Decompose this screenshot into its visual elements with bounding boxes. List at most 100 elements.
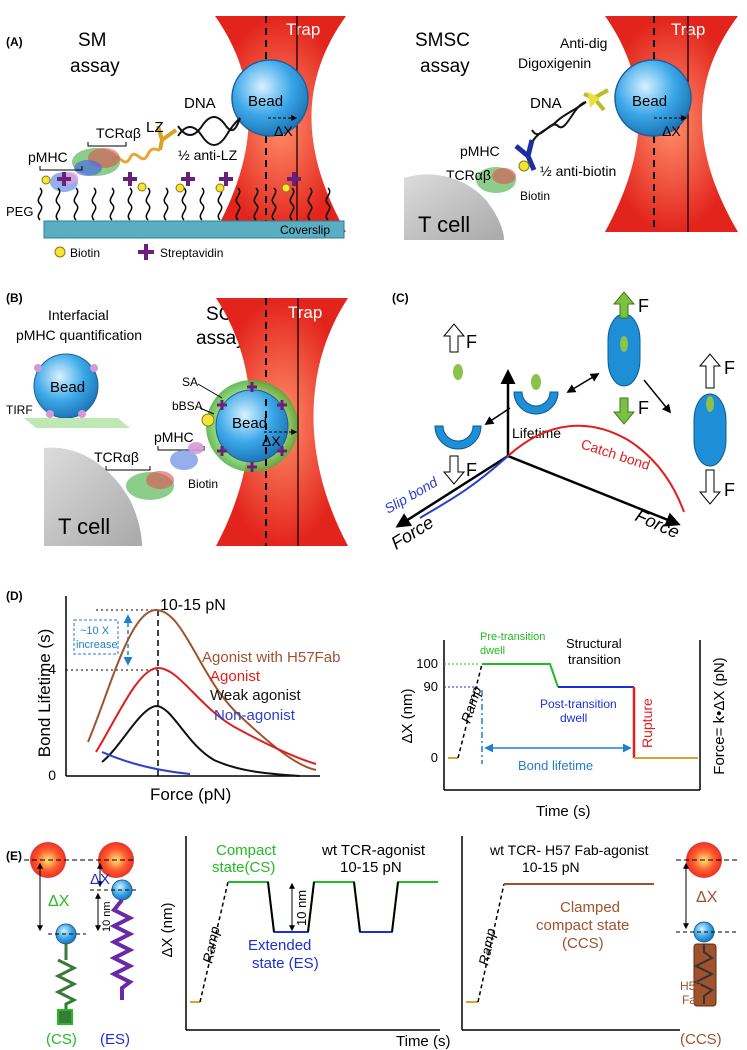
bl-ytick-4: 4 xyxy=(48,661,56,677)
sa-label: SA xyxy=(182,375,198,389)
bl-ylabel: Bond Lifetime (s) xyxy=(35,629,54,758)
half-anti-lz-label: ½ anti-LZ xyxy=(178,147,238,163)
smsc-bead-label: Bead xyxy=(632,93,667,110)
structural-line2: transition xyxy=(568,652,621,667)
legend-item: Agonist with H57Fab xyxy=(202,649,340,666)
extended-line2: state (ES) xyxy=(252,955,319,972)
panel-a: (A) SM assay Trap Bead ΔX DNA LZ ½ anti-… xyxy=(6,16,738,260)
right-force-down-arrow xyxy=(698,469,722,505)
interfacial-line1: Interfacial xyxy=(48,307,109,323)
anti-biotin-shape xyxy=(514,139,537,171)
cs-label: (CS) xyxy=(46,1031,77,1048)
slip-force-down-label: F xyxy=(466,460,477,480)
smsc-t-cell-label: T cell xyxy=(418,212,470,237)
catch-force-up-label: F xyxy=(638,296,649,316)
slip-force-down-arrow xyxy=(442,455,466,485)
streptavidin-legend-label: Streptavidin xyxy=(160,246,223,260)
e-transitions xyxy=(267,881,399,933)
smsc-dna-helix xyxy=(531,101,587,143)
trace-ramp-label: Ramp xyxy=(458,684,485,725)
trap-label: Trap xyxy=(286,20,320,39)
e-10nm-label: 10 nm xyxy=(294,890,309,926)
peak-label: 10-15 pN xyxy=(160,597,226,614)
slip-force-up-arrow xyxy=(442,323,466,353)
force-axis-left xyxy=(395,454,509,528)
middle-to-catch-arrow xyxy=(566,373,600,393)
e-ramp-label: Ramp xyxy=(199,925,222,965)
middle-to-slip-arrow xyxy=(484,407,511,425)
curve-agonist xyxy=(95,666,317,765)
sc-tcr-bracket xyxy=(105,466,151,471)
legend-item: Agonist xyxy=(210,668,261,685)
panel-c-label: (C) xyxy=(392,291,409,305)
right-force-down-label: F xyxy=(724,480,735,500)
bbsa-label: bBSA xyxy=(172,399,203,413)
es-molecule xyxy=(109,898,135,1000)
streptavidin-legend-icon xyxy=(138,244,154,260)
e-time-label: Time (s) xyxy=(396,1033,450,1050)
bond-lifetime-label: Bond lifetime xyxy=(518,758,593,773)
panel-d-label: (D) xyxy=(6,589,23,603)
lz-label: LZ xyxy=(146,119,164,136)
sc-t-cell-label: T cell xyxy=(58,514,110,539)
interfacial-line2: pMHC quantification xyxy=(16,327,142,343)
e2-ramp-label: Ramp xyxy=(475,927,498,967)
sc-pmhc-label: pMHC xyxy=(154,429,194,445)
force-axis-right xyxy=(507,454,681,527)
sc-title-line2: assay xyxy=(196,328,246,349)
half-anti-biotin-label: ½ anti-biotin xyxy=(540,163,616,179)
sc-bead-label: Bead xyxy=(232,415,267,432)
es-dx-label: ΔX xyxy=(90,871,110,888)
panel-d: (D) Bond Lifetime (s) Force (pN) 4 0 ~10… xyxy=(6,589,728,820)
receptor-catch xyxy=(607,313,641,387)
panel-a-label: (A) xyxy=(6,35,23,49)
smsc-biotin-label: Biotin xyxy=(520,189,550,203)
h57-line1: H57 xyxy=(680,979,702,993)
trace-tick-0: 0 xyxy=(431,750,438,765)
cs-anchor xyxy=(57,1009,73,1025)
curve-weak-agonist xyxy=(101,704,301,777)
curve-non-agonist xyxy=(101,751,191,775)
streptavidin-markers xyxy=(57,172,301,186)
slip-force-up-label: F xyxy=(466,332,477,352)
wt-fab-line2: 10-15 pN xyxy=(522,859,580,875)
smsc-dna-label: DNA xyxy=(530,95,562,112)
sc-streptavidin-marks xyxy=(217,382,287,472)
clamped-line3: (CCS) xyxy=(562,935,604,952)
panel-e-label: (E) xyxy=(6,849,22,863)
pmhc-label: pMHC xyxy=(28,149,68,165)
catch-force-down-label: F xyxy=(638,398,649,418)
catch-bond-curve xyxy=(507,424,685,513)
right-force-up-arrow xyxy=(698,353,722,389)
compact-line1: Compact xyxy=(216,842,277,859)
sa-pointer xyxy=(197,383,223,399)
catch-force-down-arrow xyxy=(612,397,636,425)
smsc-tcr-label: TCRαβ xyxy=(446,167,491,183)
trace-pre-dwell xyxy=(482,663,559,688)
post-dwell-line2: dwell xyxy=(560,711,587,725)
receptor-right xyxy=(693,393,727,467)
extended-line1: Extended xyxy=(248,937,311,954)
e2-ramp xyxy=(477,883,505,1003)
receptor-slip xyxy=(434,364,482,450)
legend-item: Weak agonist xyxy=(210,687,301,704)
tcr-label: TCRαβ xyxy=(96,125,141,141)
trace-xlabel: Time (s) xyxy=(536,803,590,820)
catch-force-up-arrow xyxy=(612,291,636,319)
smsc-bead xyxy=(614,59,692,137)
catch-to-dissociate-arrow xyxy=(643,379,672,414)
ccs-molecule xyxy=(693,944,715,1004)
bl-ytick-0: 0 xyxy=(48,767,56,783)
bead xyxy=(231,59,309,137)
post-dwell-line1: Post-transition xyxy=(540,697,617,711)
digoxigenin-shape xyxy=(588,92,600,108)
lifetime-label: Lifetime xyxy=(512,425,561,441)
trace-tick-90: 90 xyxy=(424,679,438,694)
sc-biotin-label: Biotin xyxy=(188,477,218,491)
ten-x-line1: ~10 X xyxy=(80,625,110,637)
panel-c: (C) Lifetime Slip bond Catch bond Force … xyxy=(382,291,736,553)
tcr-protein xyxy=(72,148,120,176)
sc-biotin-dot xyxy=(201,413,215,427)
leucine-zipper xyxy=(110,147,161,164)
